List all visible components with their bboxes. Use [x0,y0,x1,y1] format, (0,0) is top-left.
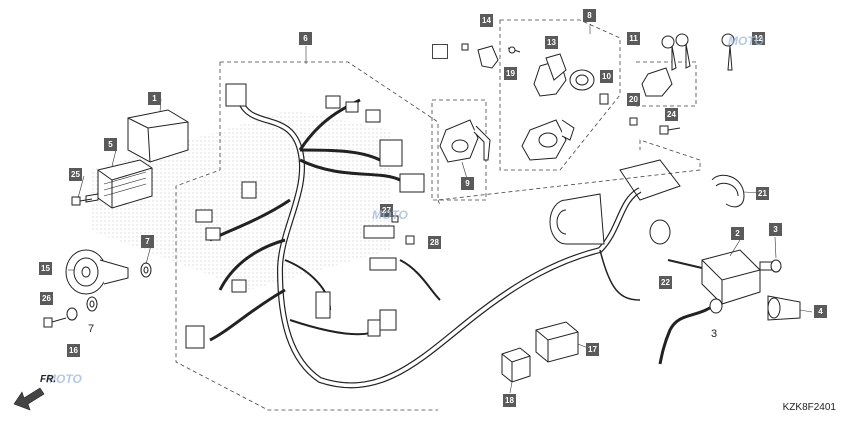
relay-18 [501,347,531,383]
lock-set [521,59,609,161]
watermark: MOTO [372,208,408,222]
keys [641,33,735,97]
callout-9: 9 [461,177,474,190]
callout-17: 17 [586,343,599,356]
callout-3: 3 [769,223,782,236]
callout-22: 22 [659,276,672,289]
horn [65,249,129,295]
label-3-plain: 3 [711,328,718,340]
control-unit [127,109,189,163]
wire-harness [209,98,642,389]
callout-19: 19 [504,67,517,80]
watermark-bottom-left: MOTO [46,372,82,386]
washer-7 [140,262,152,278]
ignition-coil [658,249,801,365]
bracket-14 [461,43,521,69]
callout-26: 26 [40,292,53,305]
relay-17 [535,321,579,363]
ignition-switch [439,119,491,163]
callout-10: 10 [600,70,613,83]
callout-13: 13 [545,36,558,49]
callout-6: 6 [299,32,312,45]
watermark-top-right: MOTO [728,34,764,48]
bolts-20-24 [629,117,681,135]
callout-8: 8 [583,9,596,22]
callout-28: 28 [428,236,441,249]
bolt-26 [43,296,98,328]
small-connectors [391,215,415,245]
front-direction-arrow [13,387,45,411]
callout-20: 20 [627,93,640,106]
reference-box [432,44,448,59]
callout-11: 11 [627,32,640,45]
callout-25: 25 [69,168,82,181]
part-13 [545,53,567,81]
label-7-plain: 7 [88,323,95,335]
callout-16: 16 [67,344,80,357]
callout-1: 1 [148,92,161,105]
callout-12: 12 [752,32,765,45]
callout-7: 7 [141,235,154,248]
callout-18: 18 [503,394,516,407]
callout-2: 2 [731,227,744,240]
coil-assembly [549,159,681,245]
callout-14: 14 [480,14,493,27]
nut-3 [770,259,782,273]
callout-21: 21 [756,187,769,200]
callout-5: 5 [104,138,117,151]
callout-4: 4 [814,305,827,318]
harness-connectors [185,83,425,349]
front-direction-label: FR. [40,374,57,385]
diagram-code: KZK8F2401 [782,402,836,413]
bolt-25 [71,196,93,206]
callout-24: 24 [665,108,678,121]
callout-27: 27 [380,204,393,217]
group-outlines [175,19,701,411]
callout-15: 15 [39,262,52,275]
clip-21 [711,174,745,208]
regulator [85,159,153,209]
